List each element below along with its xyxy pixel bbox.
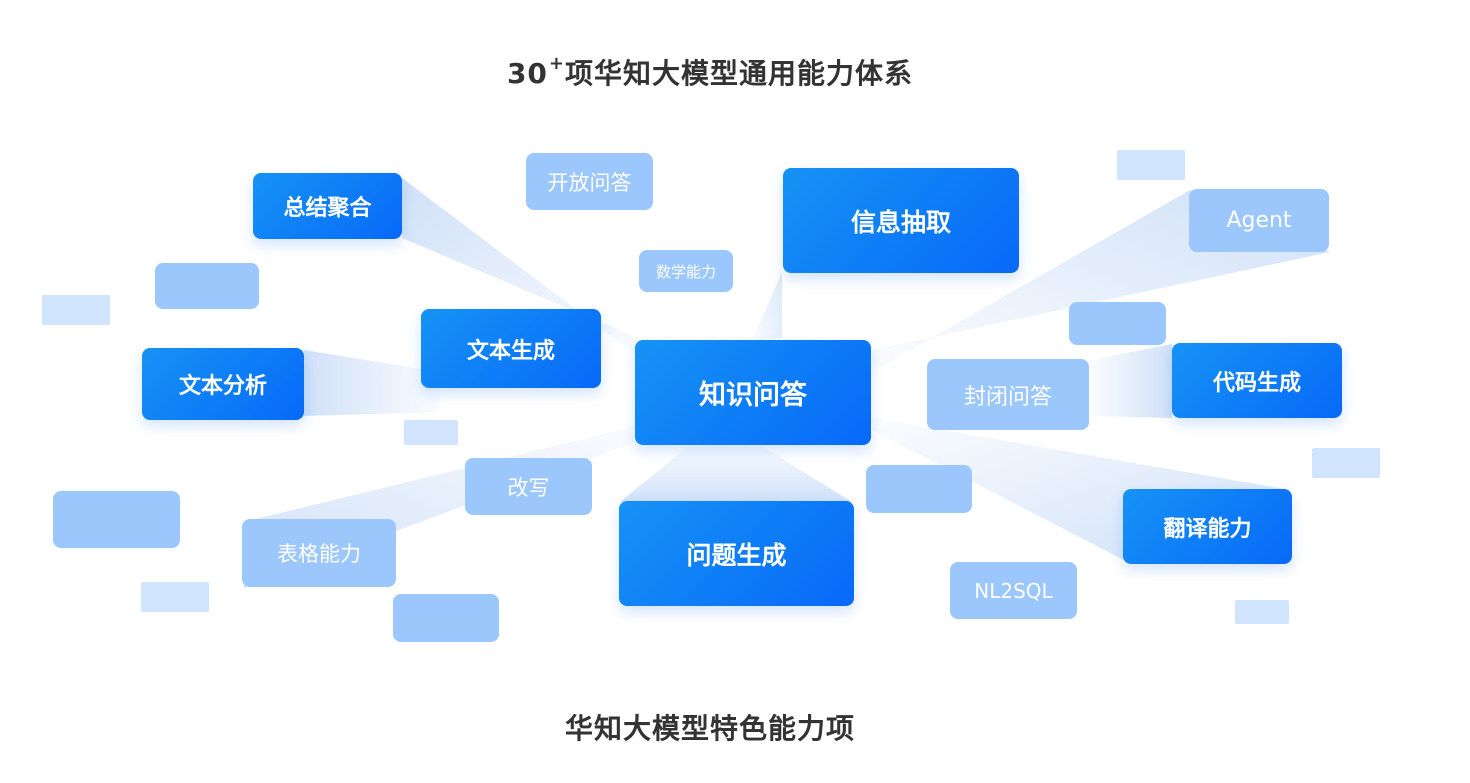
ray-summary bbox=[402, 178, 655, 358]
node-text-gen: 文本生成 bbox=[421, 309, 601, 388]
title-text: 项华知大模型通用能力体系 bbox=[565, 57, 914, 90]
node-math: 数学能力 bbox=[639, 250, 733, 292]
node-table: 表格能力 bbox=[242, 519, 396, 587]
section-subtitle: 华知大模型特色能力项 bbox=[564, 712, 855, 745]
page-title: 30+项华知大模型通用能力体系 bbox=[0, 52, 1420, 92]
decor-block bbox=[404, 420, 458, 445]
ray-code-gen bbox=[1090, 344, 1172, 418]
ray-info-extract bbox=[752, 168, 782, 340]
node-question-gen: 问题生成 bbox=[619, 501, 854, 606]
node-info-extract: 信息抽取 bbox=[783, 168, 1019, 273]
node-closed-qa: 封闭问答 bbox=[927, 359, 1089, 430]
node-agent: Agent bbox=[1189, 189, 1329, 252]
node-rewrite: 改写 bbox=[465, 458, 592, 515]
node-summary: 总结聚合 bbox=[253, 173, 402, 239]
node-code-gen: 代码生成 bbox=[1172, 343, 1342, 418]
decor-block bbox=[1117, 150, 1185, 180]
node-translate: 翻译能力 bbox=[1123, 489, 1292, 564]
node-nl2sql: NL2SQL bbox=[950, 562, 1077, 619]
node-center-knowledge-qa: 知识问答 bbox=[635, 340, 871, 445]
decor-block bbox=[866, 465, 972, 513]
decor-block bbox=[155, 263, 259, 309]
node-text-analysis: 文本分析 bbox=[142, 348, 304, 420]
decor-block bbox=[1312, 448, 1380, 478]
title-number: 30 bbox=[506, 57, 548, 90]
node-open-qa: 开放问答 bbox=[526, 153, 653, 210]
decor-block bbox=[393, 594, 499, 642]
ray-text-analysis bbox=[304, 350, 440, 416]
ray-question-gen bbox=[620, 445, 852, 502]
decor-block bbox=[1235, 600, 1289, 624]
decor-block bbox=[1069, 302, 1166, 345]
title-superscript: + bbox=[548, 53, 566, 74]
decor-block bbox=[53, 491, 180, 548]
decor-block bbox=[141, 582, 209, 612]
decor-block bbox=[42, 295, 110, 325]
